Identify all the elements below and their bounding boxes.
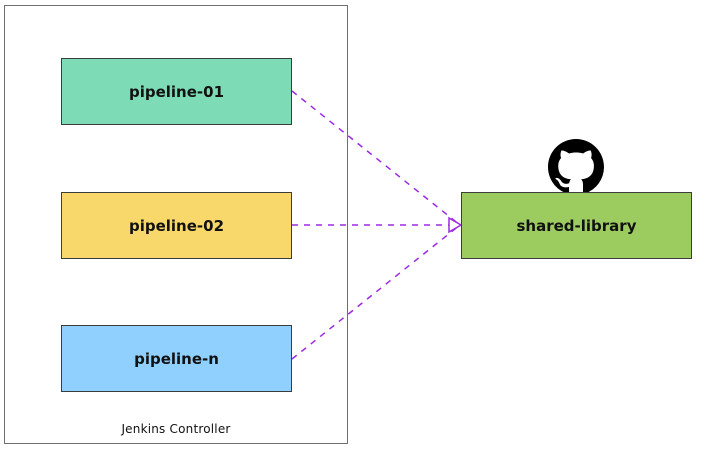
connection-pipeline-01	[291, 90, 461, 226]
pipeline-02-label: pipeline-02	[128, 216, 225, 235]
pipeline-n-label: pipeline-n	[134, 349, 219, 368]
connection-pipeline-n	[291, 224, 461, 360]
github-icon	[548, 139, 604, 195]
controller-label: Jenkins Controller	[121, 422, 231, 436]
arrowhead-shared	[448, 216, 463, 234]
shared-library-node: shared-library	[461, 192, 692, 259]
pipeline-n-node: pipeline-n	[61, 325, 292, 392]
shared-library-label: shared-library	[516, 216, 637, 235]
pipeline-01-label: pipeline-01	[128, 82, 225, 101]
pipeline-02-node: pipeline-02	[61, 192, 292, 259]
pipeline-01-node: pipeline-01	[61, 58, 292, 125]
